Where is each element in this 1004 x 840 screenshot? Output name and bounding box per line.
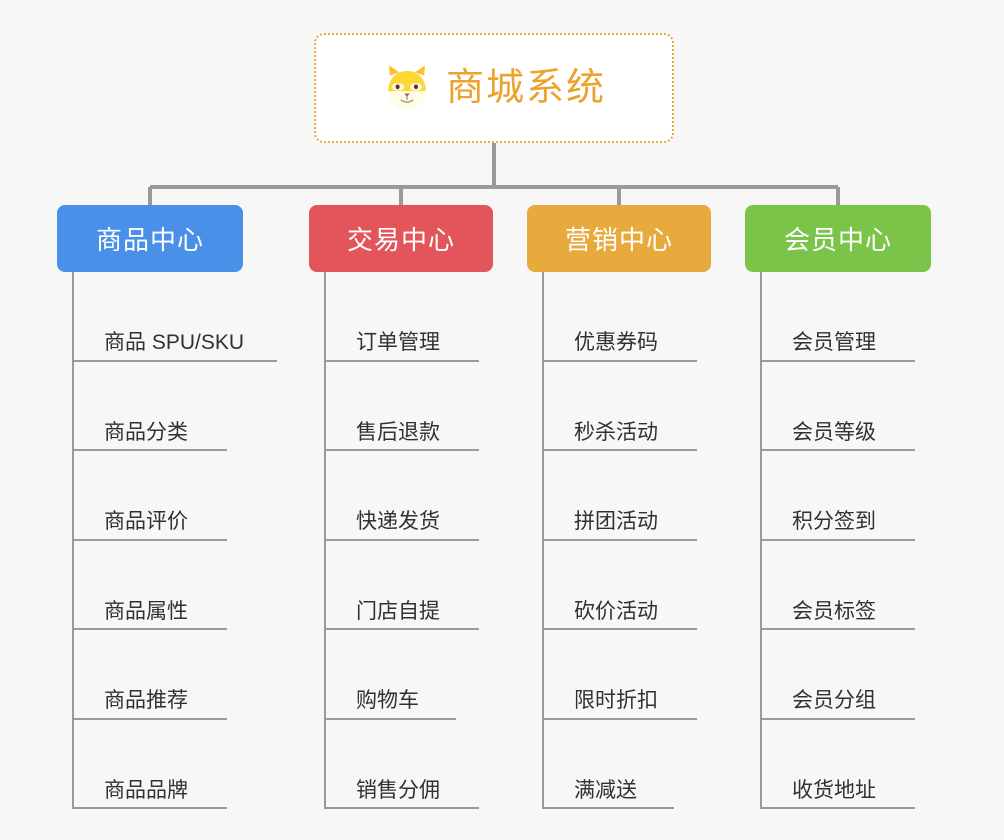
category-title: 商品中心 [95,225,204,255]
list-item[interactable]: 拼团活动 [542,451,697,541]
shiba-dog-icon [382,63,432,113]
list-item-label: 积分签到 [792,510,876,534]
list-item-label: 商品品牌 [104,778,188,802]
list-item-label: 优惠券码 [574,331,658,355]
category-title: 交易中心 [346,225,455,255]
list-item-label: 拼团活动 [574,510,658,534]
list-item[interactable]: 售后退款 [324,362,479,451]
list-item-label: 限时折扣 [574,689,658,713]
column-spine [72,272,74,809]
list-item-label: 门店自提 [356,599,440,623]
list-item[interactable]: 商品评价 [72,451,227,541]
list-item-label: 销售分佣 [356,778,440,802]
root-node[interactable]: 商城系统 [314,33,674,143]
list-item[interactable]: 购物车 [324,630,456,720]
list-item[interactable]: 门店自提 [324,541,479,630]
list-item[interactable]: 商品 SPU/SKU [72,272,277,362]
list-item[interactable]: 收货地址 [760,720,915,809]
list-item[interactable]: 秒杀活动 [542,362,697,451]
list-item-label: 商品评价 [104,510,188,534]
list-item[interactable]: 优惠券码 [542,272,697,362]
category-box-member-center[interactable]: 会员中心 [745,205,931,272]
category-title: 营销中心 [564,225,673,255]
list-item-label: 商品 SPU/SKU [104,331,245,355]
list-item[interactable]: 会员标签 [760,541,915,630]
list-item[interactable]: 限时折扣 [542,630,697,720]
list-item[interactable]: 商品属性 [72,541,227,630]
root-title: 商城系统 [445,67,606,109]
list-item[interactable]: 快递发货 [324,451,479,541]
category-box-marketing-center[interactable]: 营销中心 [527,205,711,272]
list-item[interactable]: 满减送 [542,720,674,809]
list-item[interactable]: 商品品牌 [72,720,227,809]
list-item[interactable]: 会员等级 [760,362,915,451]
category-title: 会员中心 [783,225,892,255]
column-spine [324,272,326,809]
column-spine [760,272,762,809]
list-item-label: 满减送 [574,778,637,802]
list-item-label: 秒杀活动 [574,420,658,444]
list-item[interactable]: 商品推荐 [72,630,227,720]
list-item[interactable]: 砍价活动 [542,541,697,630]
list-item-label: 会员管理 [792,331,876,355]
list-item[interactable]: 会员分组 [760,630,915,720]
list-item[interactable]: 商品分类 [72,362,227,451]
list-item-label: 商品属性 [104,599,188,623]
list-item[interactable]: 订单管理 [324,272,479,362]
list-item[interactable]: 会员管理 [760,272,915,362]
column-spine [542,272,544,809]
list-item-label: 砍价活动 [574,599,658,623]
list-item-label: 会员分组 [792,689,876,713]
list-item-label: 购物车 [356,689,419,713]
list-item[interactable]: 积分签到 [760,451,915,541]
list-item-label: 快递发货 [356,510,440,534]
category-box-product-center[interactable]: 商品中心 [57,205,243,272]
list-item[interactable]: 销售分佣 [324,720,479,809]
list-item-label: 会员等级 [792,420,876,444]
list-item-label: 售后退款 [356,420,440,444]
list-item-label: 会员标签 [792,599,876,623]
list-item-label: 收货地址 [792,778,876,802]
list-item-label: 商品推荐 [104,689,188,713]
category-box-trade-center[interactable]: 交易中心 [309,205,493,272]
list-item-label: 商品分类 [104,420,188,444]
list-item-label: 订单管理 [356,331,440,355]
